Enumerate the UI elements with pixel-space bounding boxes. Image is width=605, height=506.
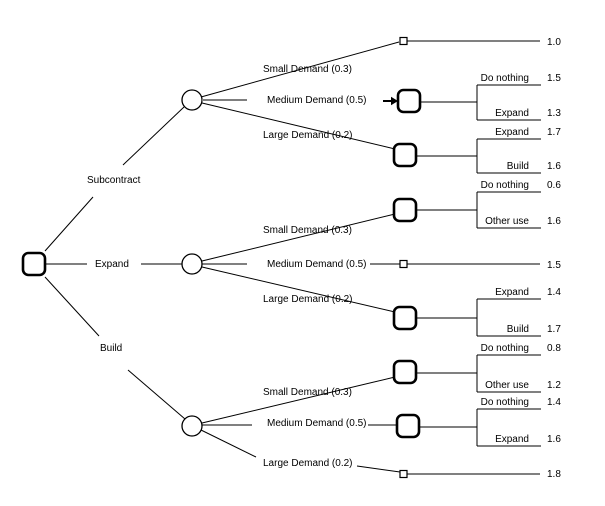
option-label: Build [507,161,529,172]
branch-label-medium-demand: Medium Demand (0.5) [267,95,366,106]
decision-node[interactable] [392,197,418,223]
terminal-node[interactable] [399,259,408,269]
option-label: Do nothing [481,343,529,354]
branch-line-small-demand [201,376,396,424]
branch-line-small-demand [200,41,400,98]
subcontract-section: Small Demand (0.3) 1.0 Medium Demand (0.… [181,36,561,174]
option-label: Build [507,324,529,335]
option-bracket [476,354,541,393]
option-label: Other use [485,216,529,227]
terminal-node[interactable] [399,36,408,46]
terminal-node[interactable] [399,469,408,479]
payoff-value: 0.6 [547,180,561,191]
payoff-value: 1.6 [547,216,561,227]
payoff-value: 1.6 [547,434,561,445]
option-label: Do nothing [481,180,529,191]
branch-line-large-demand [356,465,401,473]
chance-node-subcontract[interactable] [181,89,203,111]
decision-node[interactable] [395,413,421,439]
decision-node[interactable] [392,305,418,331]
payoff-value: 1.0 [547,37,561,48]
payoff-value: 1.6 [547,161,561,172]
optimal-path-arrow-icon [391,96,398,106]
payoff-value: 1.8 [547,469,561,480]
option-label: Other use [485,380,529,391]
option-label: Do nothing [481,397,529,408]
root-decision-node[interactable] [21,251,47,277]
payoff-value: 1.2 [547,380,561,391]
branch-line-large-demand [201,266,396,313]
payoff-value: 1.5 [547,73,561,84]
branch-label-large-demand: Large Demand (0.2) [263,294,353,305]
decision-node[interactable] [392,359,418,385]
option-label: Expand [495,287,529,298]
branch-label-small-demand: Small Demand (0.3) [263,387,352,398]
payoff-value: 0.8 [547,343,561,354]
branch-line-subcontract [44,196,94,252]
chance-node-expand[interactable] [181,253,203,275]
decision-node[interactable] [392,142,418,168]
option-bracket [476,138,541,174]
option-bracket [476,408,541,447]
decision-node[interactable] [396,88,422,114]
branch-label-large-demand: Large Demand (0.2) [263,458,353,469]
build-section: Small Demand (0.3) Do nothing 0.8 Other … [181,343,561,480]
branch-line-large-demand [200,429,257,458]
option-label: Expand [495,127,529,138]
payoff-value: 1.3 [547,108,561,119]
branch-label-medium-demand: Medium Demand (0.5) [267,259,366,270]
branch-label-small-demand: Small Demand (0.3) [263,225,352,236]
chance-node-build[interactable] [181,415,203,437]
branch-line-build [127,369,186,420]
option-bracket [476,298,541,337]
branch-label-large-demand: Large Demand (0.2) [263,130,353,141]
branch-label-subcontract: Subcontract [87,175,141,186]
option-bracket [476,191,541,229]
branch-label-medium-demand: Medium Demand (0.5) [267,418,366,429]
root-section: Subcontract Expand Build [21,106,186,420]
option-bracket [476,84,541,121]
branch-label-expand: Expand [95,259,129,270]
expand-section: Small Demand (0.3) Do nothing 0.6 Other … [181,180,561,337]
branch-line-build [44,276,100,337]
payoff-value: 1.4 [547,397,561,408]
branch-line-large-demand [201,102,396,150]
option-label: Do nothing [481,73,529,84]
payoff-value: 1.4 [547,287,561,298]
payoff-value: 1.5 [547,260,561,271]
option-label: Expand [495,434,529,445]
payoff-value: 1.7 [547,127,561,138]
branch-line-small-demand [201,213,396,262]
branch-line-subcontract [122,106,185,166]
branch-label-small-demand: Small Demand (0.3) [263,64,352,75]
branch-label-build: Build [100,343,122,354]
payoff-value: 1.7 [547,324,561,335]
option-label: Expand [495,108,529,119]
